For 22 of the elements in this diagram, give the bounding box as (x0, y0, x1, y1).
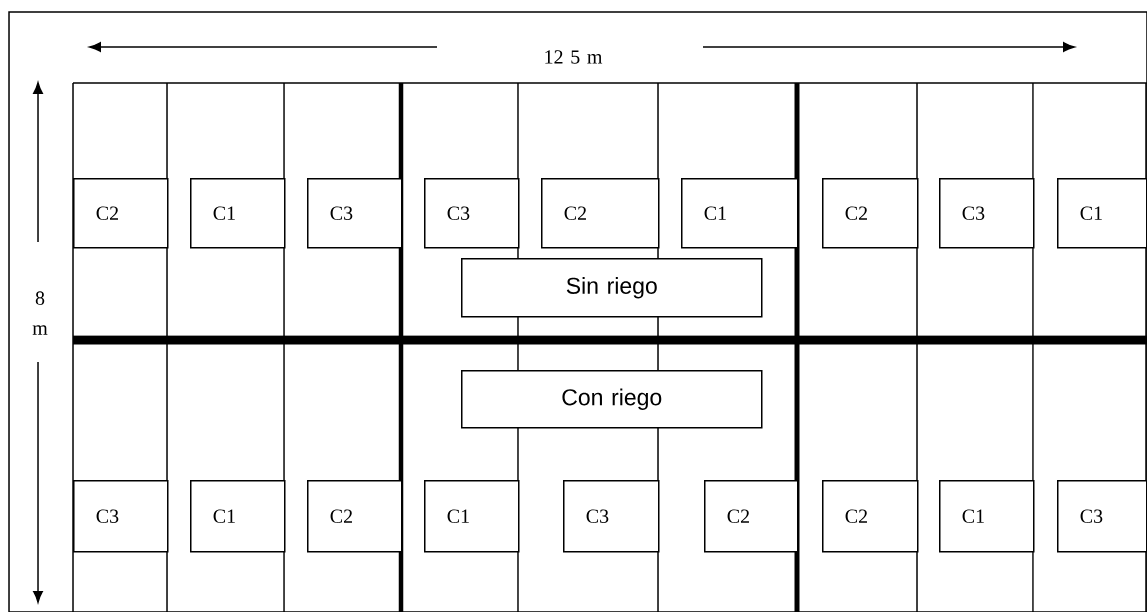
plot-box: C1 (190, 480, 286, 553)
plot-box: C1 (681, 178, 799, 249)
plot-box: C3 (424, 178, 520, 249)
plot-box: C3 (939, 178, 1035, 249)
plot-box: C1 (190, 178, 286, 249)
treatment-box: Con riego (461, 370, 763, 429)
plot-box: C3 (73, 480, 169, 553)
plot-box: C2 (307, 480, 403, 553)
plot-box: C3 (307, 178, 403, 249)
dimension-label: 8 m (23, 268, 57, 358)
plot-box: C3 (1057, 480, 1147, 553)
plot-box: C2 (822, 480, 919, 553)
plot-box: C3 (563, 480, 660, 553)
plot-box: C2 (73, 178, 169, 249)
plot-box: C2 (541, 178, 660, 249)
plot-box: C1 (1057, 178, 1147, 249)
treatment-box: Sin riego (461, 258, 763, 318)
plot-box: C1 (424, 480, 520, 553)
plot-box: C2 (704, 480, 799, 553)
plot-box: C2 (822, 178, 919, 249)
plot-box: C1 (939, 480, 1035, 553)
dimension-label: 12 5 m (545, 50, 603, 64)
